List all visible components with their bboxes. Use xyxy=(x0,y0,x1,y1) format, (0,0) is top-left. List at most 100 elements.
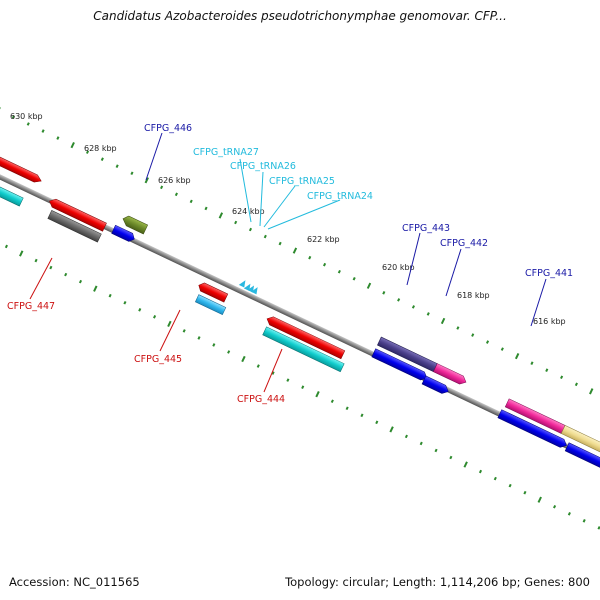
minor-tick xyxy=(256,364,260,368)
major-tick xyxy=(463,461,468,468)
gene-feature[interactable] xyxy=(371,348,429,382)
forward-strand-genes xyxy=(0,147,600,470)
gene-feature[interactable] xyxy=(48,197,107,232)
kbp-label: 624 kbp xyxy=(232,207,265,216)
minor-tick xyxy=(426,312,430,316)
minor-tick xyxy=(411,305,415,309)
minor-tick xyxy=(160,185,164,190)
minor-tick xyxy=(34,258,38,263)
major-tick xyxy=(315,391,320,398)
minor-tick xyxy=(456,326,460,330)
trna-marker[interactable] xyxy=(238,279,247,288)
gene-feature[interactable] xyxy=(433,363,468,387)
gene-label-trna25[interactable]: CFPG_tRNA25 xyxy=(269,176,335,187)
minor-tick xyxy=(49,265,53,270)
gene-label-cfpg-442[interactable]: CFPG_442 xyxy=(440,238,488,249)
gene-label-cfpg-445[interactable]: CFPG_445 xyxy=(134,354,182,365)
minor-tick xyxy=(11,115,15,119)
gene-feature[interactable] xyxy=(262,326,345,373)
minor-tick xyxy=(500,347,504,351)
major-tick xyxy=(19,250,24,257)
minor-tick xyxy=(108,293,112,298)
minor-tick xyxy=(56,136,60,140)
minor-tick xyxy=(560,375,564,380)
major-tick xyxy=(514,353,520,360)
major-tick xyxy=(292,247,298,254)
minor-tick xyxy=(352,276,356,281)
minor-tick xyxy=(574,382,578,387)
gene-label-trna24[interactable]: CFPG_tRNA24 xyxy=(307,191,373,202)
minor-tick xyxy=(471,333,475,337)
kbp-ruler-lower xyxy=(4,244,600,530)
kbp-label: 618 kbp xyxy=(457,291,490,300)
accession-text: Accession: NC_011565 xyxy=(9,575,140,589)
kbp-label: 620 kbp xyxy=(382,263,415,272)
minor-tick xyxy=(4,244,8,249)
kbp-label: 616 kbp xyxy=(533,317,566,326)
gene-feature[interactable] xyxy=(265,315,346,360)
gene-feature[interactable] xyxy=(0,171,24,207)
minor-tick xyxy=(248,227,253,232)
gene-feature[interactable] xyxy=(0,147,43,185)
topology-text: Topology: circular; Length: 1,114,206 bp… xyxy=(285,575,590,589)
gene-feature[interactable] xyxy=(421,375,450,396)
trna-marker[interactable] xyxy=(251,285,259,295)
major-tick xyxy=(93,285,98,292)
gene-label-cfpg-441[interactable]: CFPG_441 xyxy=(525,268,573,279)
minor-tick xyxy=(545,368,549,372)
map-title: Candidatus Azobacteroides pseudotrichony… xyxy=(93,9,507,23)
gene-label-trna26[interactable]: CFPG_tRNA26 xyxy=(230,161,296,172)
major-tick xyxy=(241,355,246,363)
gene-feature[interactable] xyxy=(197,281,229,303)
minor-tick xyxy=(100,157,104,161)
minor-tick xyxy=(337,269,341,274)
kbp-label: 630 kbp xyxy=(10,112,43,121)
kbp-ruler-upper xyxy=(0,106,594,395)
gene-feature[interactable] xyxy=(121,214,149,235)
minor-tick xyxy=(182,329,186,333)
minor-tick xyxy=(189,199,193,204)
major-tick xyxy=(440,317,446,325)
minor-tick xyxy=(197,336,201,340)
kbp-label: 622 kbp xyxy=(307,235,340,244)
genome-backbone xyxy=(0,166,600,480)
gene-label-trna27[interactable]: CFPG_tRNA27 xyxy=(193,147,259,158)
major-tick xyxy=(0,106,1,114)
minor-tick xyxy=(41,129,45,133)
minor-tick xyxy=(485,340,490,344)
minor-tick xyxy=(530,361,534,365)
major-tick xyxy=(144,177,149,184)
minor-tick xyxy=(397,298,401,302)
kbp-label: 626 kbp xyxy=(158,176,191,185)
gene-feature[interactable] xyxy=(47,210,102,243)
gene-feature[interactable] xyxy=(497,409,569,450)
minor-tick xyxy=(449,455,453,460)
minor-tick xyxy=(419,441,423,446)
gene-label-cfpg-447[interactable]: CFPG_447 xyxy=(7,301,55,312)
minor-tick xyxy=(271,371,275,375)
major-tick xyxy=(537,496,542,503)
minor-tick xyxy=(375,420,379,425)
minor-tick xyxy=(345,406,349,411)
minor-tick xyxy=(26,122,30,126)
gene-feature[interactable] xyxy=(194,294,227,316)
minor-tick xyxy=(308,255,312,260)
minor-tick xyxy=(204,206,208,211)
label-leaders xyxy=(29,132,547,393)
gene-feature[interactable] xyxy=(560,425,600,470)
minor-tick xyxy=(523,490,527,495)
gene-label-cfpg-444[interactable]: CFPG_444 xyxy=(237,394,285,405)
major-tick xyxy=(167,320,172,327)
minor-tick xyxy=(174,192,178,197)
map-track xyxy=(0,106,600,530)
minor-tick xyxy=(330,399,334,404)
gene-label-cfpg-443[interactable]: CFPG_443 xyxy=(402,223,450,234)
major-tick xyxy=(366,282,372,289)
gene-feature[interactable] xyxy=(111,224,137,243)
minor-tick xyxy=(508,483,512,488)
minor-tick xyxy=(78,279,83,284)
gene-label-cfpg-446[interactable]: CFPG_446 xyxy=(144,123,192,134)
minor-tick xyxy=(234,220,238,225)
minor-tick xyxy=(115,164,119,168)
